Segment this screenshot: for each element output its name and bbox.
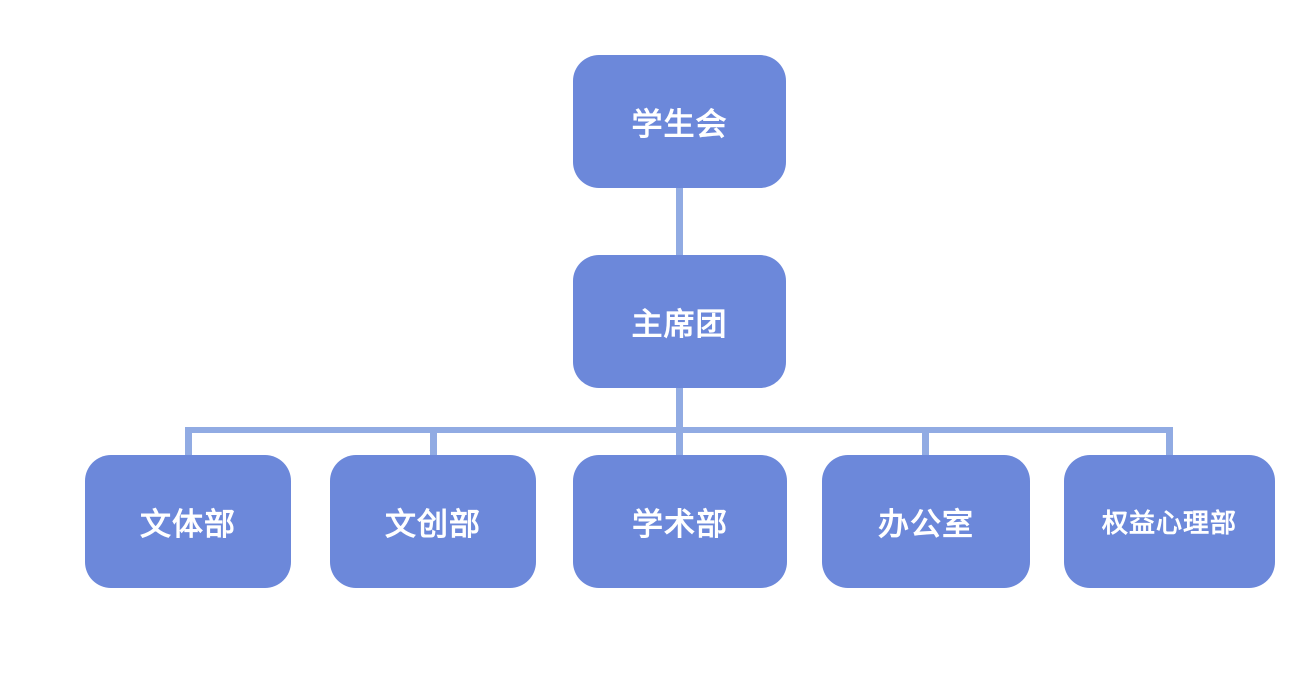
org-node-dept-office: 办公室 [822,455,1030,588]
org-node-label: 文创部 [385,507,481,542]
connector-drop-dept-4 [922,427,929,455]
org-node-label: 办公室 [878,507,974,542]
org-node-dept-cultural-creative: 文创部 [330,455,536,588]
connector-level2-trunk [676,388,683,455]
org-node-dept-rights-psychology: 权益心理部 [1064,455,1275,588]
connector-root-to-level2 [676,188,683,255]
org-node-label: 文体部 [140,507,236,542]
org-node-label: 权益心理部 [1101,508,1237,538]
connector-horizontal-bus [185,427,1173,433]
org-node-student-union: 学生会 [573,55,786,188]
org-node-label: 学生会 [631,107,728,142]
org-node-dept-academic: 学术部 [573,455,787,588]
connector-drop-dept-5 [1166,427,1173,455]
connector-drop-dept-2 [430,427,437,455]
org-node-label: 学术部 [632,507,728,542]
org-node-presidium: 主席团 [573,255,786,388]
connector-drop-dept-1 [185,427,192,455]
org-node-label: 主席团 [631,307,728,342]
org-node-dept-culture-sports: 文体部 [85,455,291,588]
